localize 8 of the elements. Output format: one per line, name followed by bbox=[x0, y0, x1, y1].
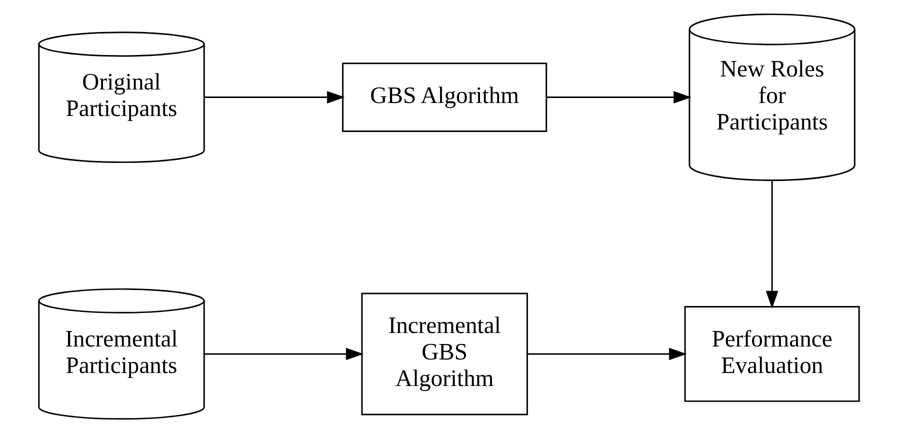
arrow bbox=[204, 91, 345, 104]
arrow bbox=[528, 348, 687, 360]
arrow bbox=[204, 348, 364, 360]
node-box: Incremental GBS Algorithm bbox=[361, 292, 528, 416]
arrow bbox=[766, 180, 778, 309]
node-box: GBS Algorithm bbox=[342, 62, 548, 132]
node-box: Performance Evaluation bbox=[684, 306, 860, 402]
arrow bbox=[546, 91, 692, 104]
